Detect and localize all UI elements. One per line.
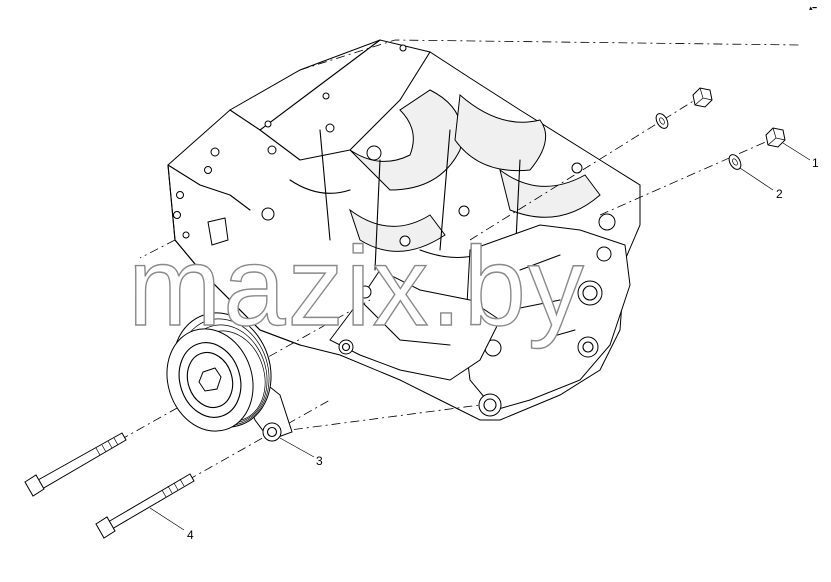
corner-mark: ▴━ xyxy=(809,5,818,12)
callout-1: 1 xyxy=(782,142,819,170)
nut-1 xyxy=(765,127,786,148)
watermark-text: mazix.by xyxy=(128,224,586,349)
nut-upper xyxy=(692,87,713,108)
engine-block xyxy=(167,39,641,421)
washer-upper xyxy=(655,113,669,129)
callout-1-label: 1 xyxy=(812,156,819,170)
assembly-lines xyxy=(119,39,801,481)
callout-4-label: 4 xyxy=(187,528,194,542)
callout-2-label: 2 xyxy=(776,187,783,201)
washer-2 xyxy=(728,154,742,170)
callout-2: 2 xyxy=(739,167,783,201)
callout-4: 4 xyxy=(149,507,194,542)
idler-pulley xyxy=(166,312,293,442)
callout-3: 3 xyxy=(279,437,323,468)
bolt-lower xyxy=(95,473,195,539)
callout-3-label: 3 xyxy=(316,454,323,468)
bolt-upper xyxy=(24,432,127,497)
